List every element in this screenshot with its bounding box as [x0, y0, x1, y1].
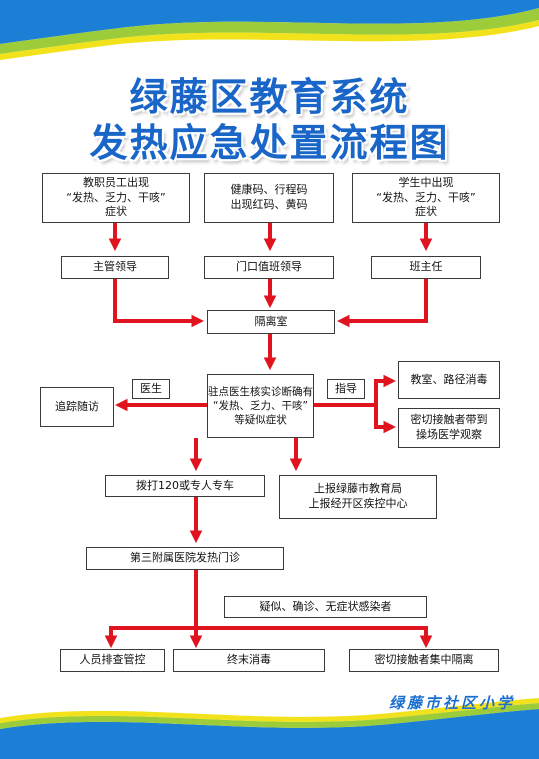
node-screening: 人员排查管控: [60, 649, 165, 672]
label-guide: 指导: [327, 379, 365, 399]
arrow-teacher-to-isolation: [336, 279, 428, 328]
node-staff-symptoms: 教职员工出现 “发热、乏力、干咳” 症状: [42, 173, 190, 223]
title-line-1: 绿藤区教育系统: [129, 75, 410, 119]
title-line-2: 发热应急处置流程图: [89, 121, 450, 165]
node-centralized-isolation: 密切接触者集中隔离: [349, 649, 499, 672]
node-supervisor: 主管领导: [61, 256, 169, 279]
footer-school-name: 绿藤市社区小学: [388, 694, 515, 712]
arrow-supervisor-to-isolation: [113, 279, 205, 328]
node-close-contacts-observe: 密切接触者带到 操场医学观察: [398, 408, 500, 448]
node-isolation-room: 隔离室: [207, 310, 335, 334]
arrow-guide-to-observe: [374, 405, 397, 434]
node-suspected: 疑似、确诊、无症状感染者: [224, 596, 427, 618]
node-trace-follow: 追踪随访: [40, 387, 114, 427]
node-hospital: 第三附属医院发热门诊: [86, 547, 284, 570]
top-wave-decoration: [0, 0, 539, 60]
node-gate-leader: 门口值班领导: [204, 256, 334, 279]
node-class-teacher: 班主任: [371, 256, 481, 279]
node-call-120: 拨打120或专人专车: [105, 475, 265, 497]
node-final-disinfect: 终末消毒: [173, 649, 325, 672]
bottom-wave-decoration: [0, 698, 539, 759]
arrow-guide-to-disinfect: [374, 374, 397, 405]
node-report-up: 上报绿藤市教育局 上报经开区疾控中心: [279, 475, 437, 519]
node-disinfect-route: 教室、路径消毒: [398, 361, 500, 399]
label-doctor: 医生: [132, 379, 170, 399]
node-doctor-check: 驻点医生核实诊断确有 “发热、乏力、干咳” 等疑似症状: [207, 374, 314, 438]
node-student-symptoms: 学生中出现 “发热、乏力、干咳” 症状: [352, 173, 500, 223]
node-health-code: 健康码、行程码 出现红码、黄码: [204, 173, 334, 223]
